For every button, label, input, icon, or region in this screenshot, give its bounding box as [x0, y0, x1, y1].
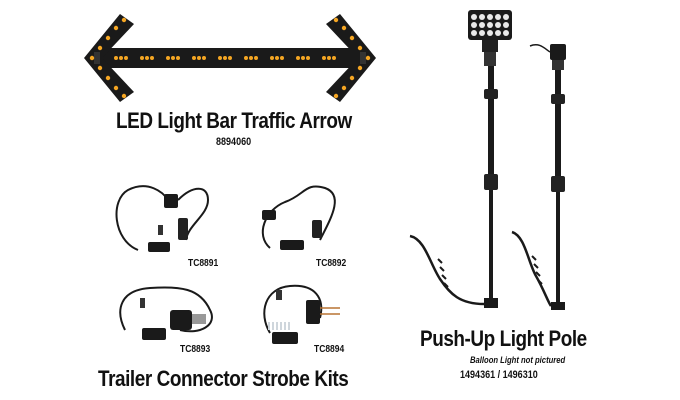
- led-dot: [349, 35, 355, 41]
- kit-tc8891-image: [108, 180, 228, 260]
- led-dot: [322, 56, 326, 60]
- led-dot: [333, 93, 339, 99]
- led-dot: [357, 65, 363, 71]
- led-dot: [254, 56, 258, 60]
- led-dot: [270, 56, 274, 60]
- led-dot: [479, 30, 485, 36]
- led-dot: [479, 22, 485, 28]
- led-dot: [349, 75, 355, 81]
- kit-label-tc8894: TC8894: [314, 344, 345, 355]
- led-dot: [495, 22, 501, 28]
- led-dot: [244, 56, 248, 60]
- led-dot: [176, 56, 180, 60]
- led-dot: [487, 14, 493, 20]
- led-dot: [228, 56, 232, 60]
- arm-led-clusters: [89, 17, 371, 99]
- kit-label-tc8893: TC8893: [180, 344, 211, 355]
- led-dot: [89, 55, 95, 61]
- led-dot: [105, 35, 111, 41]
- led-dot: [357, 45, 363, 51]
- led-dot: [249, 56, 253, 60]
- led-dot: [471, 22, 477, 28]
- led-dot: [119, 56, 123, 60]
- led-dot: [301, 56, 305, 60]
- light-pole-note: Balloon Light not pictured: [470, 355, 566, 365]
- led-dot: [145, 56, 149, 60]
- led-clusters: [114, 56, 336, 60]
- led-dot: [479, 14, 485, 20]
- kit-label-tc8891: TC8891: [188, 258, 219, 269]
- kits-title: Trailer Connector Strobe Kits: [98, 366, 349, 391]
- light-pole-image: [400, 4, 600, 324]
- light-head-leds: [471, 14, 509, 36]
- led-dot: [97, 65, 103, 71]
- led-dot: [218, 56, 222, 60]
- led-dot: [113, 25, 119, 31]
- light-pole-part-numbers: 1494361 / 1496310: [460, 369, 538, 381]
- led-dot: [97, 45, 103, 51]
- led-dot: [503, 14, 509, 20]
- kit-tc8892-image: [250, 180, 350, 260]
- led-dot: [341, 25, 347, 31]
- led-dot: [471, 30, 477, 36]
- led-dot: [197, 56, 201, 60]
- led-dot: [150, 56, 154, 60]
- led-dot: [471, 14, 477, 20]
- led-dot: [327, 56, 331, 60]
- led-dot: [121, 93, 127, 99]
- led-dot: [166, 56, 170, 60]
- kit-tc8894-image: [250, 278, 360, 348]
- led-dot: [140, 56, 144, 60]
- led-dot: [495, 14, 501, 20]
- led-dot: [487, 22, 493, 28]
- led-dot: [332, 56, 336, 60]
- led-dot: [333, 17, 339, 23]
- led-dot: [503, 22, 509, 28]
- kit-tc8893-image: [110, 280, 230, 350]
- traffic-arrow-part-number: 8894060: [216, 136, 252, 148]
- led-dot: [306, 56, 310, 60]
- led-dot: [171, 56, 175, 60]
- led-dot: [503, 30, 509, 36]
- led-dot: [202, 56, 206, 60]
- traffic-arrow-image: [84, 14, 376, 102]
- traffic-arrow-title: LED Light Bar Traffic Arrow: [116, 108, 352, 133]
- led-dot: [105, 75, 111, 81]
- traffic-arrow-product: [80, 8, 380, 108]
- led-dot: [114, 56, 118, 60]
- led-dot: [223, 56, 227, 60]
- kit-label-tc8892: TC8892: [316, 258, 347, 269]
- led-dot: [113, 85, 119, 91]
- led-dot: [365, 55, 371, 61]
- light-pole-title: Push-Up Light Pole: [420, 326, 587, 351]
- led-dot: [192, 56, 196, 60]
- led-dot: [275, 56, 279, 60]
- led-dot: [296, 56, 300, 60]
- led-dot: [341, 85, 347, 91]
- led-dot: [487, 30, 493, 36]
- led-dot: [280, 56, 284, 60]
- led-dot: [495, 30, 501, 36]
- led-dot: [124, 56, 128, 60]
- led-dot: [121, 17, 127, 23]
